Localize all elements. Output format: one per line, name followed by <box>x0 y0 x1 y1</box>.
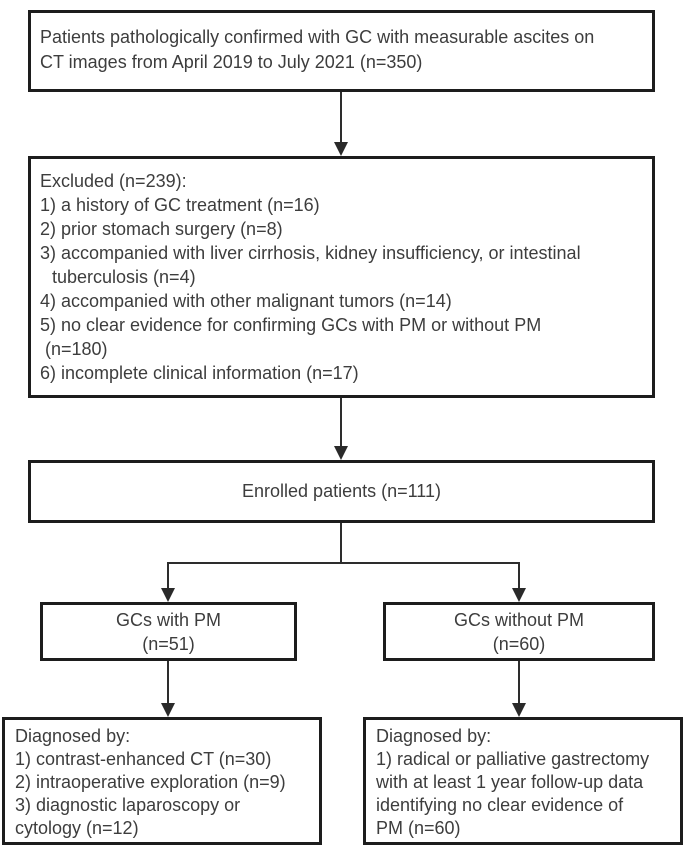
gcs-with-pm-box: GCs with PM (n=51) <box>40 602 297 661</box>
diagnosed-without-pm-box: Diagnosed by: 1) radical or palliative g… <box>363 717 683 845</box>
dx-with-item-1: 1) contrast-enhanced CT (n=30) <box>15 749 272 769</box>
dx-without-item-1-cont-c: PM (n=60) <box>376 818 461 838</box>
gcs-without-pm-box: GCs without PM (n=60) <box>383 602 655 661</box>
connector-withoutpm-to-diagnosis <box>518 661 520 704</box>
dx-without-item-1-cont-a: with at least 1 year follow-up data <box>376 772 644 792</box>
connector-branch-horizontal <box>167 562 520 564</box>
gcs-with-pm-count: (n=51) <box>142 633 195 654</box>
excluded-item-3-cont: tuberculosis (n=4) <box>52 267 196 287</box>
excluded-item-2: 2) prior stomach surgery (n=8) <box>40 219 283 239</box>
source-line-1: Patients pathologically confirmed with G… <box>40 27 595 47</box>
excluded-box: Excluded (n=239): 1) a history of GC tre… <box>28 156 655 398</box>
dx-without-item-1-cont-b: identifying no clear evidence of <box>376 795 624 815</box>
dx-with-item-3: 3) diagnostic laparoscopy or <box>15 795 241 815</box>
arrow-down-icon <box>334 142 348 156</box>
dx-without-item-1: 1) radical or palliative gastrectomy <box>376 749 650 769</box>
excluded-item-3: 3) accompanied with liver cirrhosis, kid… <box>40 243 581 263</box>
source-line-2: CT images from April 2019 to July 2021 (… <box>40 52 423 72</box>
gcs-with-pm-label: GCs with PM <box>115 609 221 630</box>
connector-enrolled-stem <box>340 523 342 564</box>
gcs-without-pm-count: (n=60) <box>492 633 546 654</box>
dx-with-header: Diagnosed by: <box>15 726 131 746</box>
excluded-item-1: 1) a history of GC treatment (n=16) <box>40 195 320 215</box>
enrolled-box: Enrolled patients (n=111) <box>28 460 655 523</box>
enrolled-label: Enrolled patients (n=111) <box>242 481 441 501</box>
excluded-header: Excluded (n=239): <box>40 171 187 191</box>
arrow-down-icon <box>512 588 526 602</box>
arrow-down-icon <box>161 703 175 717</box>
connector-withpm-to-diagnosis <box>167 661 169 704</box>
connector-branch-right <box>518 562 520 590</box>
dx-with-item-2: 2) intraoperative exploration (n=9) <box>15 772 286 792</box>
gcs-without-pm-label: GCs without PM <box>453 609 585 630</box>
diagnosed-with-pm-box: Diagnosed by: 1) contrast-enhanced CT (n… <box>2 717 322 845</box>
source-population-box: Patients pathologically confirmed with G… <box>28 10 655 92</box>
arrow-down-icon <box>334 446 348 460</box>
dx-without-header: Diagnosed by: <box>376 726 492 746</box>
connector-excluded-to-enrolled <box>340 398 342 447</box>
arrow-down-icon <box>512 703 526 717</box>
excluded-item-6: 6) incomplete clinical information (n=17… <box>40 363 359 383</box>
arrow-down-icon <box>161 588 175 602</box>
connector-source-to-excluded <box>340 92 342 143</box>
excluded-item-5-cont: (n=180) <box>45 339 108 359</box>
excluded-item-4: 4) accompanied with other malignant tumo… <box>40 291 452 311</box>
connector-branch-left <box>167 562 169 590</box>
dx-with-item-3-cont: cytology (n=12) <box>15 818 139 838</box>
excluded-item-5: 5) no clear evidence for confirming GCs … <box>40 315 542 335</box>
